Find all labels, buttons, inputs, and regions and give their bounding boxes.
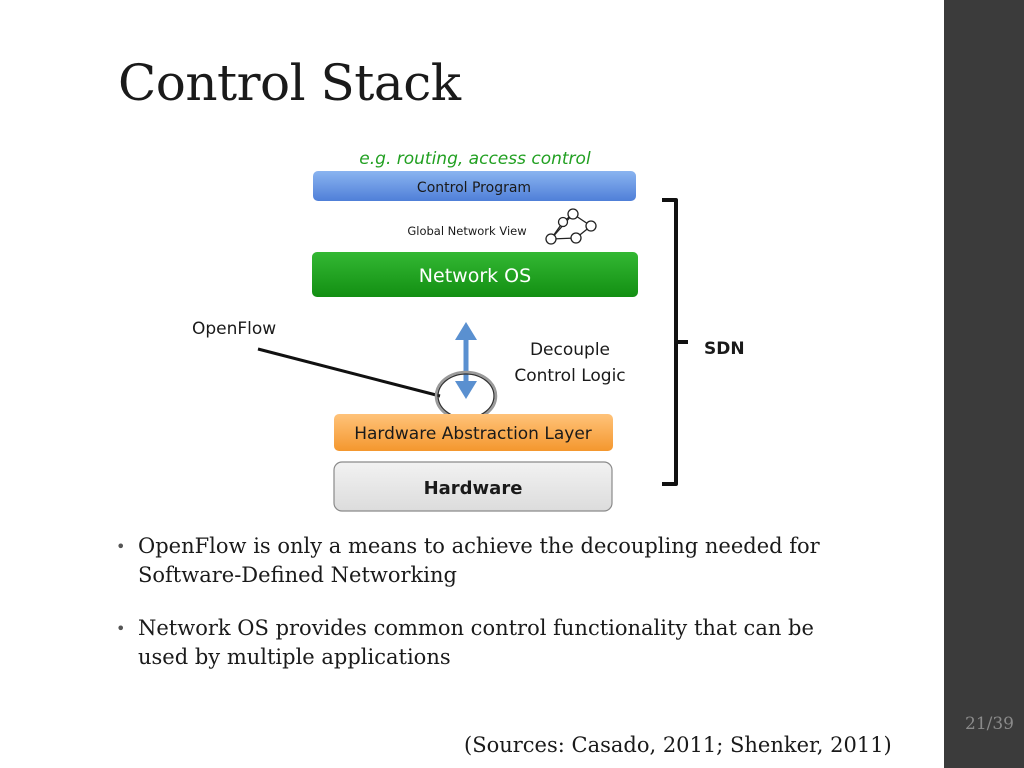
hardware-label: Hardware xyxy=(424,478,523,499)
bullet-text: OpenFlow is only a means to achieve the … xyxy=(138,534,820,587)
decouple-arrow-icon xyxy=(455,322,477,399)
bullet-item: • Network OS provides common control fun… xyxy=(116,614,836,672)
bullet-marker: • xyxy=(116,537,126,556)
network-os-label: Network OS xyxy=(419,265,531,287)
slide-title: Control Stack xyxy=(118,54,461,112)
bullet-list: • OpenFlow is only a means to achieve th… xyxy=(116,532,836,696)
openflow-pointer-line xyxy=(257,347,441,398)
example-caption: e.g. routing, access control xyxy=(359,149,591,169)
hardware-abstraction-layer-label: Hardware Abstraction Layer xyxy=(354,424,592,444)
sdn-label: SDN xyxy=(704,339,745,359)
bullet-item: • OpenFlow is only a means to achieve th… xyxy=(116,532,836,590)
bullet-marker: • xyxy=(116,619,126,638)
control-stack-diagram: e.g. routing, access control Control Pro… xyxy=(192,149,745,512)
bullet-text: Network OS provides common control funct… xyxy=(138,616,814,669)
slide-sidebar: 21/39 xyxy=(944,0,1024,768)
control-program-box xyxy=(313,171,636,201)
network-os-box xyxy=(312,252,638,297)
hardware-box xyxy=(333,461,613,512)
sdn-bracket xyxy=(662,198,688,486)
decouple-label-line1: Decouple xyxy=(530,340,610,360)
network-graph-icon xyxy=(545,208,597,245)
global-network-view-label: Global Network View xyxy=(407,224,526,238)
openflow-label: OpenFlow xyxy=(192,319,276,339)
sources-citation: (Sources: Casado, 2011; Shenker, 2011) xyxy=(464,733,892,757)
hardware-abstraction-layer-box xyxy=(334,414,613,451)
decouple-label-line2: Control Logic xyxy=(514,366,625,386)
page-number: 21/39 xyxy=(965,714,1014,734)
control-program-label: Control Program xyxy=(417,180,531,196)
